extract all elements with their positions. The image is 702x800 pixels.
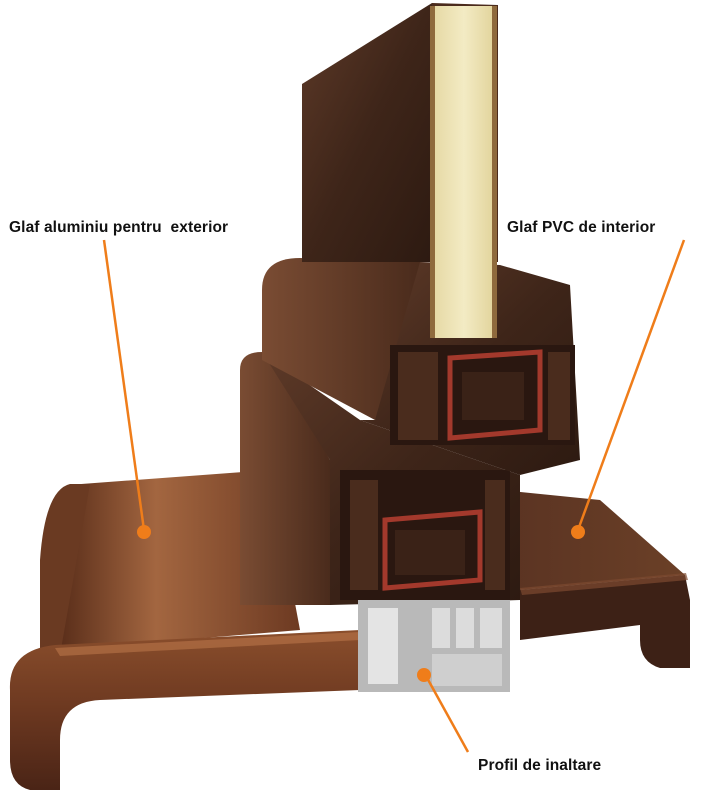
label-raising-profile: Profil de inaltare	[478, 757, 602, 774]
insulated-panel	[302, 3, 498, 338]
label-interior-sill: Glaf PVC de interior	[507, 219, 656, 236]
leader-interior-sill	[571, 239, 686, 539]
label-exterior-sill: Glaf aluminiu pentru exterior	[9, 219, 229, 236]
leader-raising-profile	[417, 668, 470, 753]
window-sash-profile	[262, 258, 580, 475]
raising-profile	[358, 600, 510, 692]
interior-pvc-sill	[500, 490, 690, 668]
leader-exterior-sill	[102, 239, 151, 539]
window-frame-profile	[240, 352, 520, 605]
